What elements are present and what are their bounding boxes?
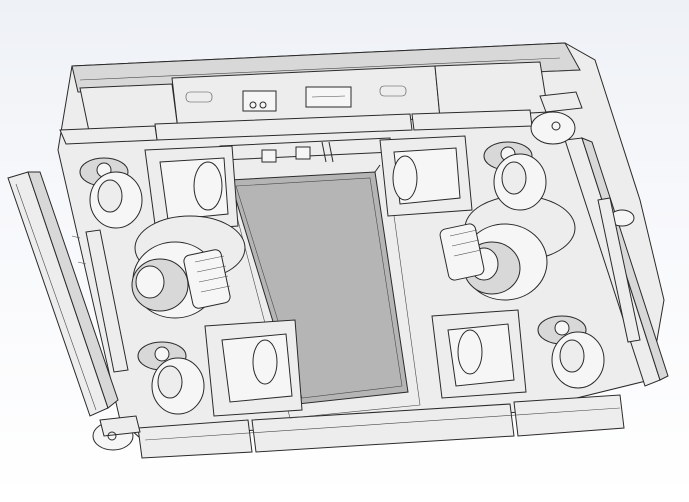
caster-upper-right: [483, 141, 547, 211]
panel-display: [242, 90, 277, 112]
left-side-rail: [7, 171, 119, 417]
caster-lower-right: [537, 315, 605, 389]
mount-frame-upper-left: [144, 145, 239, 233]
caster-lower-left: [137, 341, 205, 415]
corner-bracket-bottom-left: [92, 415, 141, 451]
frame-bracket-2: [295, 146, 311, 160]
mount-frame-lower-left: [204, 319, 303, 417]
mount-frame-upper-right: [379, 135, 473, 217]
vertical-struts: [71, 197, 641, 373]
panel-connector: [305, 86, 352, 108]
corner-bracket-top-right: [530, 91, 583, 145]
top-control-panel: [79, 61, 549, 137]
drive-unit-right: [439, 195, 576, 301]
caster-upper-left: [79, 157, 143, 229]
upper-crossbar: [59, 109, 533, 145]
drive-unit-left: [131, 215, 246, 319]
mount-frame-lower-right: [431, 309, 527, 399]
bottom-edge-plates: [137, 394, 625, 459]
frame-bracket-1: [261, 149, 277, 163]
